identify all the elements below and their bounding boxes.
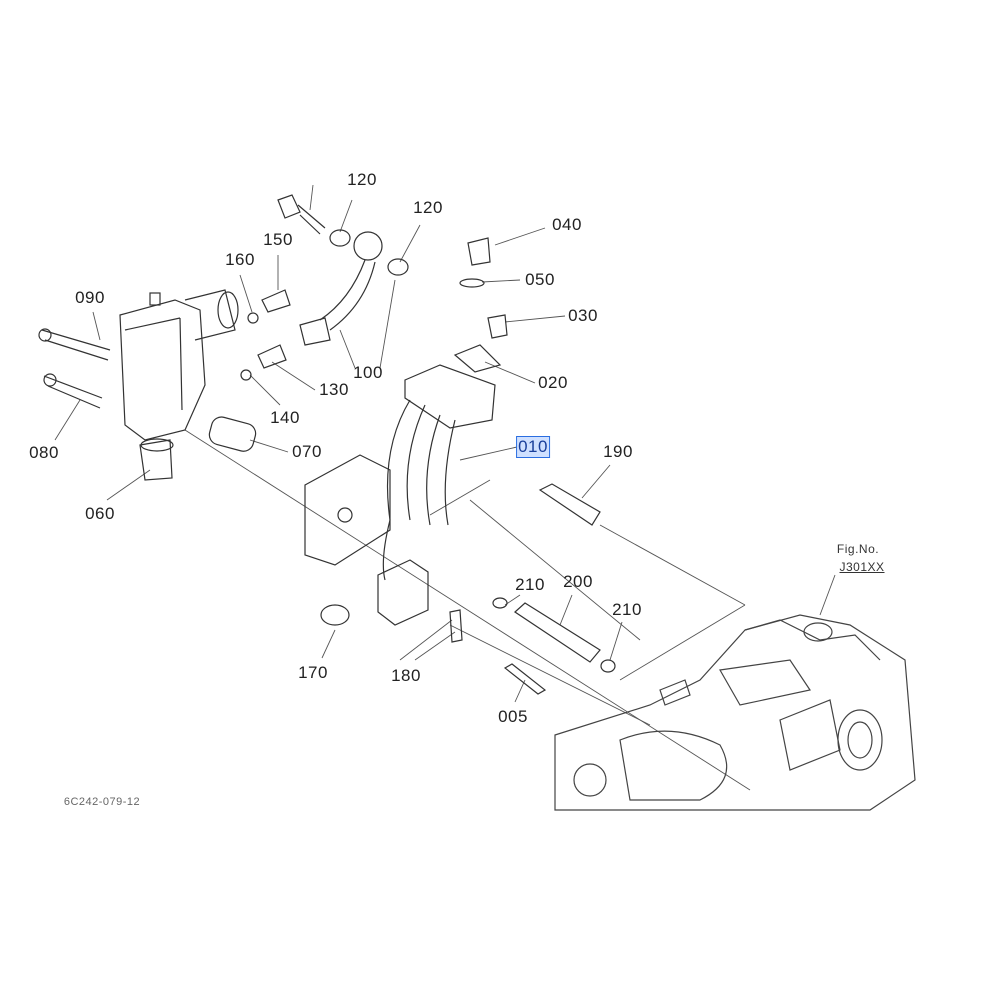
callout-170[interactable]: 170 bbox=[298, 663, 328, 682]
callout-200[interactable]: 200 bbox=[563, 572, 593, 591]
callout-030[interactable]: 030 bbox=[568, 306, 598, 325]
callout-020[interactable]: 020 bbox=[538, 373, 568, 392]
callout-210-right[interactable]: 210 bbox=[612, 600, 642, 619]
callout-120[interactable]: 120 bbox=[413, 198, 443, 217]
callout-050[interactable]: 050 bbox=[525, 270, 555, 289]
callout-120-top[interactable]: 120 bbox=[347, 170, 377, 189]
callout-090[interactable]: 090 bbox=[75, 288, 105, 307]
callout-040[interactable]: 040 bbox=[552, 215, 582, 234]
callout-060[interactable]: 060 bbox=[85, 504, 115, 523]
fig-number-link[interactable]: J301XX bbox=[839, 560, 885, 574]
callout-100[interactable]: 100 bbox=[353, 363, 383, 382]
callout-150[interactable]: 150 bbox=[263, 230, 293, 249]
callout-080[interactable]: 080 bbox=[29, 443, 59, 462]
transmission-housing bbox=[554, 614, 916, 811]
callout-160[interactable]: 160 bbox=[225, 250, 255, 269]
manifold-block bbox=[304, 364, 496, 626]
leader-lines bbox=[54, 184, 836, 791]
callout-140[interactable]: 140 bbox=[270, 408, 300, 427]
valve-body bbox=[38, 289, 257, 481]
callout-180[interactable]: 180 bbox=[391, 666, 421, 685]
spool-parts bbox=[320, 483, 616, 695]
pipe-fittings bbox=[240, 194, 508, 381]
callout-210[interactable]: 210 bbox=[515, 575, 545, 594]
fig-label: Fig.No. bbox=[836, 542, 880, 556]
drawing-code: 6C242-079-12 bbox=[63, 796, 141, 808]
callout-190[interactable]: 190 bbox=[603, 442, 633, 461]
callout-070[interactable]: 070 bbox=[292, 442, 322, 461]
callout-130[interactable]: 130 bbox=[319, 380, 349, 399]
callout-010-selected[interactable]: 010 bbox=[516, 436, 550, 458]
callout-005[interactable]: 005 bbox=[498, 707, 528, 726]
